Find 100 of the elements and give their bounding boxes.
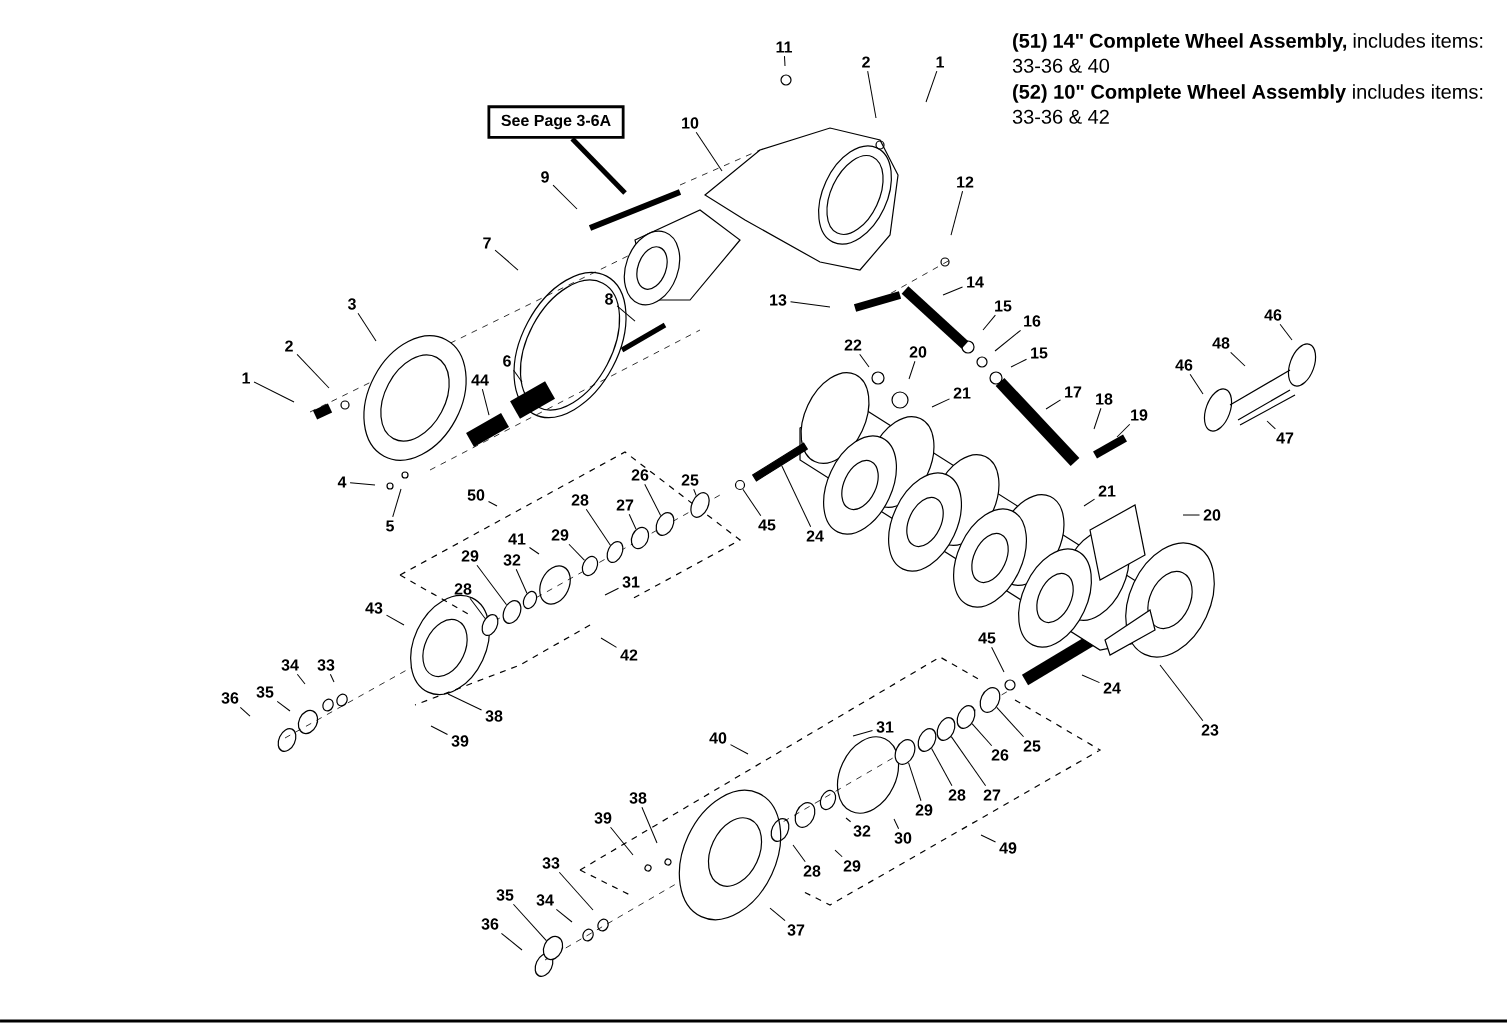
ring bbox=[917, 728, 937, 752]
leader-line bbox=[644, 483, 662, 516]
leader-line bbox=[469, 597, 486, 619]
callout-number: 29 bbox=[551, 529, 569, 541]
leader-line bbox=[781, 465, 812, 528]
ring bbox=[655, 512, 675, 536]
callout-number: 11 bbox=[776, 41, 792, 53]
callout-number: 42 bbox=[620, 649, 638, 661]
callout-number: 39 bbox=[594, 812, 612, 824]
callout-number: 39 bbox=[451, 735, 469, 747]
callout-number: 36 bbox=[481, 918, 499, 930]
leader-line bbox=[908, 762, 922, 802]
callout-number: 28 bbox=[948, 789, 966, 801]
leader-line bbox=[784, 55, 786, 67]
note-text: (52) 10" Complete Wheel Assembly includes items: 33-36 & 42 bbox=[1012, 84, 1483, 124]
leader-line bbox=[552, 184, 578, 210]
callout-number: 36 bbox=[221, 692, 239, 704]
callout-number: 40 bbox=[709, 732, 727, 744]
leader-line bbox=[568, 543, 586, 561]
leader-line bbox=[628, 513, 637, 530]
callout-number: 26 bbox=[631, 469, 649, 481]
callout-number: 33 bbox=[317, 659, 335, 671]
leader-line bbox=[329, 673, 335, 683]
callout-number: 20 bbox=[1203, 509, 1221, 521]
callout-number: 18 bbox=[1096, 393, 1113, 405]
leader-line bbox=[792, 844, 806, 863]
leader-line bbox=[430, 725, 448, 736]
leader-line bbox=[950, 736, 987, 787]
callout-number: 41 bbox=[508, 533, 526, 545]
callout-number: 43 bbox=[365, 602, 383, 614]
leader-line bbox=[476, 564, 507, 606]
leader-line bbox=[600, 637, 617, 648]
callout-number: 25 bbox=[1023, 740, 1041, 752]
callout-number: 30 bbox=[894, 832, 912, 844]
callout-number: 35 bbox=[256, 686, 274, 698]
callout-number: 45 bbox=[758, 519, 776, 531]
callout-number: 19 bbox=[1131, 409, 1148, 421]
leader-line bbox=[695, 131, 723, 172]
callout-number: 15 bbox=[995, 300, 1012, 312]
leader-line bbox=[1093, 407, 1102, 430]
end-cap bbox=[542, 935, 564, 961]
ring bbox=[481, 614, 499, 636]
leader-line bbox=[845, 817, 852, 823]
callout-number: 25 bbox=[681, 474, 699, 486]
leader-line bbox=[610, 826, 634, 856]
callout-number: 20 bbox=[909, 346, 927, 358]
leader-line bbox=[558, 871, 594, 911]
callout-number: 8 bbox=[605, 293, 613, 305]
leader-line bbox=[925, 70, 938, 103]
ring bbox=[956, 705, 976, 729]
callout-number: 29 bbox=[915, 804, 933, 816]
leader-line bbox=[296, 353, 330, 389]
leader-line bbox=[253, 381, 295, 403]
callout-number: 44 bbox=[471, 374, 489, 386]
leader-line bbox=[1182, 514, 1200, 516]
callout-number: 7 bbox=[483, 237, 491, 249]
leader-line bbox=[555, 908, 573, 923]
leader-line bbox=[570, 136, 627, 195]
callout-number: 46 bbox=[1175, 359, 1193, 371]
leader-line bbox=[852, 730, 873, 737]
leader-line bbox=[1081, 674, 1100, 684]
ring bbox=[581, 555, 599, 577]
leader-line bbox=[500, 932, 523, 951]
callout-number: 9 bbox=[541, 171, 549, 183]
callout-number: 24 bbox=[1103, 682, 1121, 694]
leader-line bbox=[893, 818, 900, 830]
leader-line bbox=[481, 388, 490, 416]
leader-line bbox=[769, 907, 786, 922]
leader-line bbox=[357, 312, 377, 342]
callout-number: 1 bbox=[242, 372, 250, 384]
callout-number: 34 bbox=[281, 659, 299, 671]
leader-line bbox=[790, 301, 831, 308]
leader-line bbox=[349, 482, 376, 486]
leader-line bbox=[942, 286, 963, 296]
leader-line bbox=[386, 614, 405, 626]
leader-line bbox=[392, 488, 402, 518]
callout-number: 35 bbox=[496, 889, 514, 901]
leader-line bbox=[641, 806, 658, 844]
leader-line bbox=[1159, 664, 1204, 722]
leader-line bbox=[1189, 373, 1204, 395]
callout-number: 3 bbox=[347, 298, 356, 310]
leader-line bbox=[1045, 399, 1061, 410]
callout-number: 13 bbox=[770, 294, 787, 306]
ring bbox=[894, 739, 916, 765]
callout-number: 27 bbox=[983, 789, 1001, 801]
callout-number: 48 bbox=[1212, 337, 1230, 349]
ring bbox=[522, 590, 538, 610]
leader-line bbox=[994, 329, 1022, 352]
leader-line bbox=[908, 360, 916, 380]
reference-box: See Page 3-6A bbox=[487, 105, 625, 139]
ring bbox=[502, 600, 522, 624]
callout-number: 50 bbox=[467, 489, 485, 501]
leader-line bbox=[515, 568, 528, 594]
callout-number: 12 bbox=[957, 176, 974, 188]
ring bbox=[979, 687, 1001, 713]
leader-line bbox=[1279, 323, 1293, 341]
callout-number: 28 bbox=[803, 865, 821, 877]
leader-line bbox=[276, 700, 291, 712]
callout-number: 17 bbox=[1065, 386, 1082, 398]
leader-line bbox=[931, 747, 953, 787]
